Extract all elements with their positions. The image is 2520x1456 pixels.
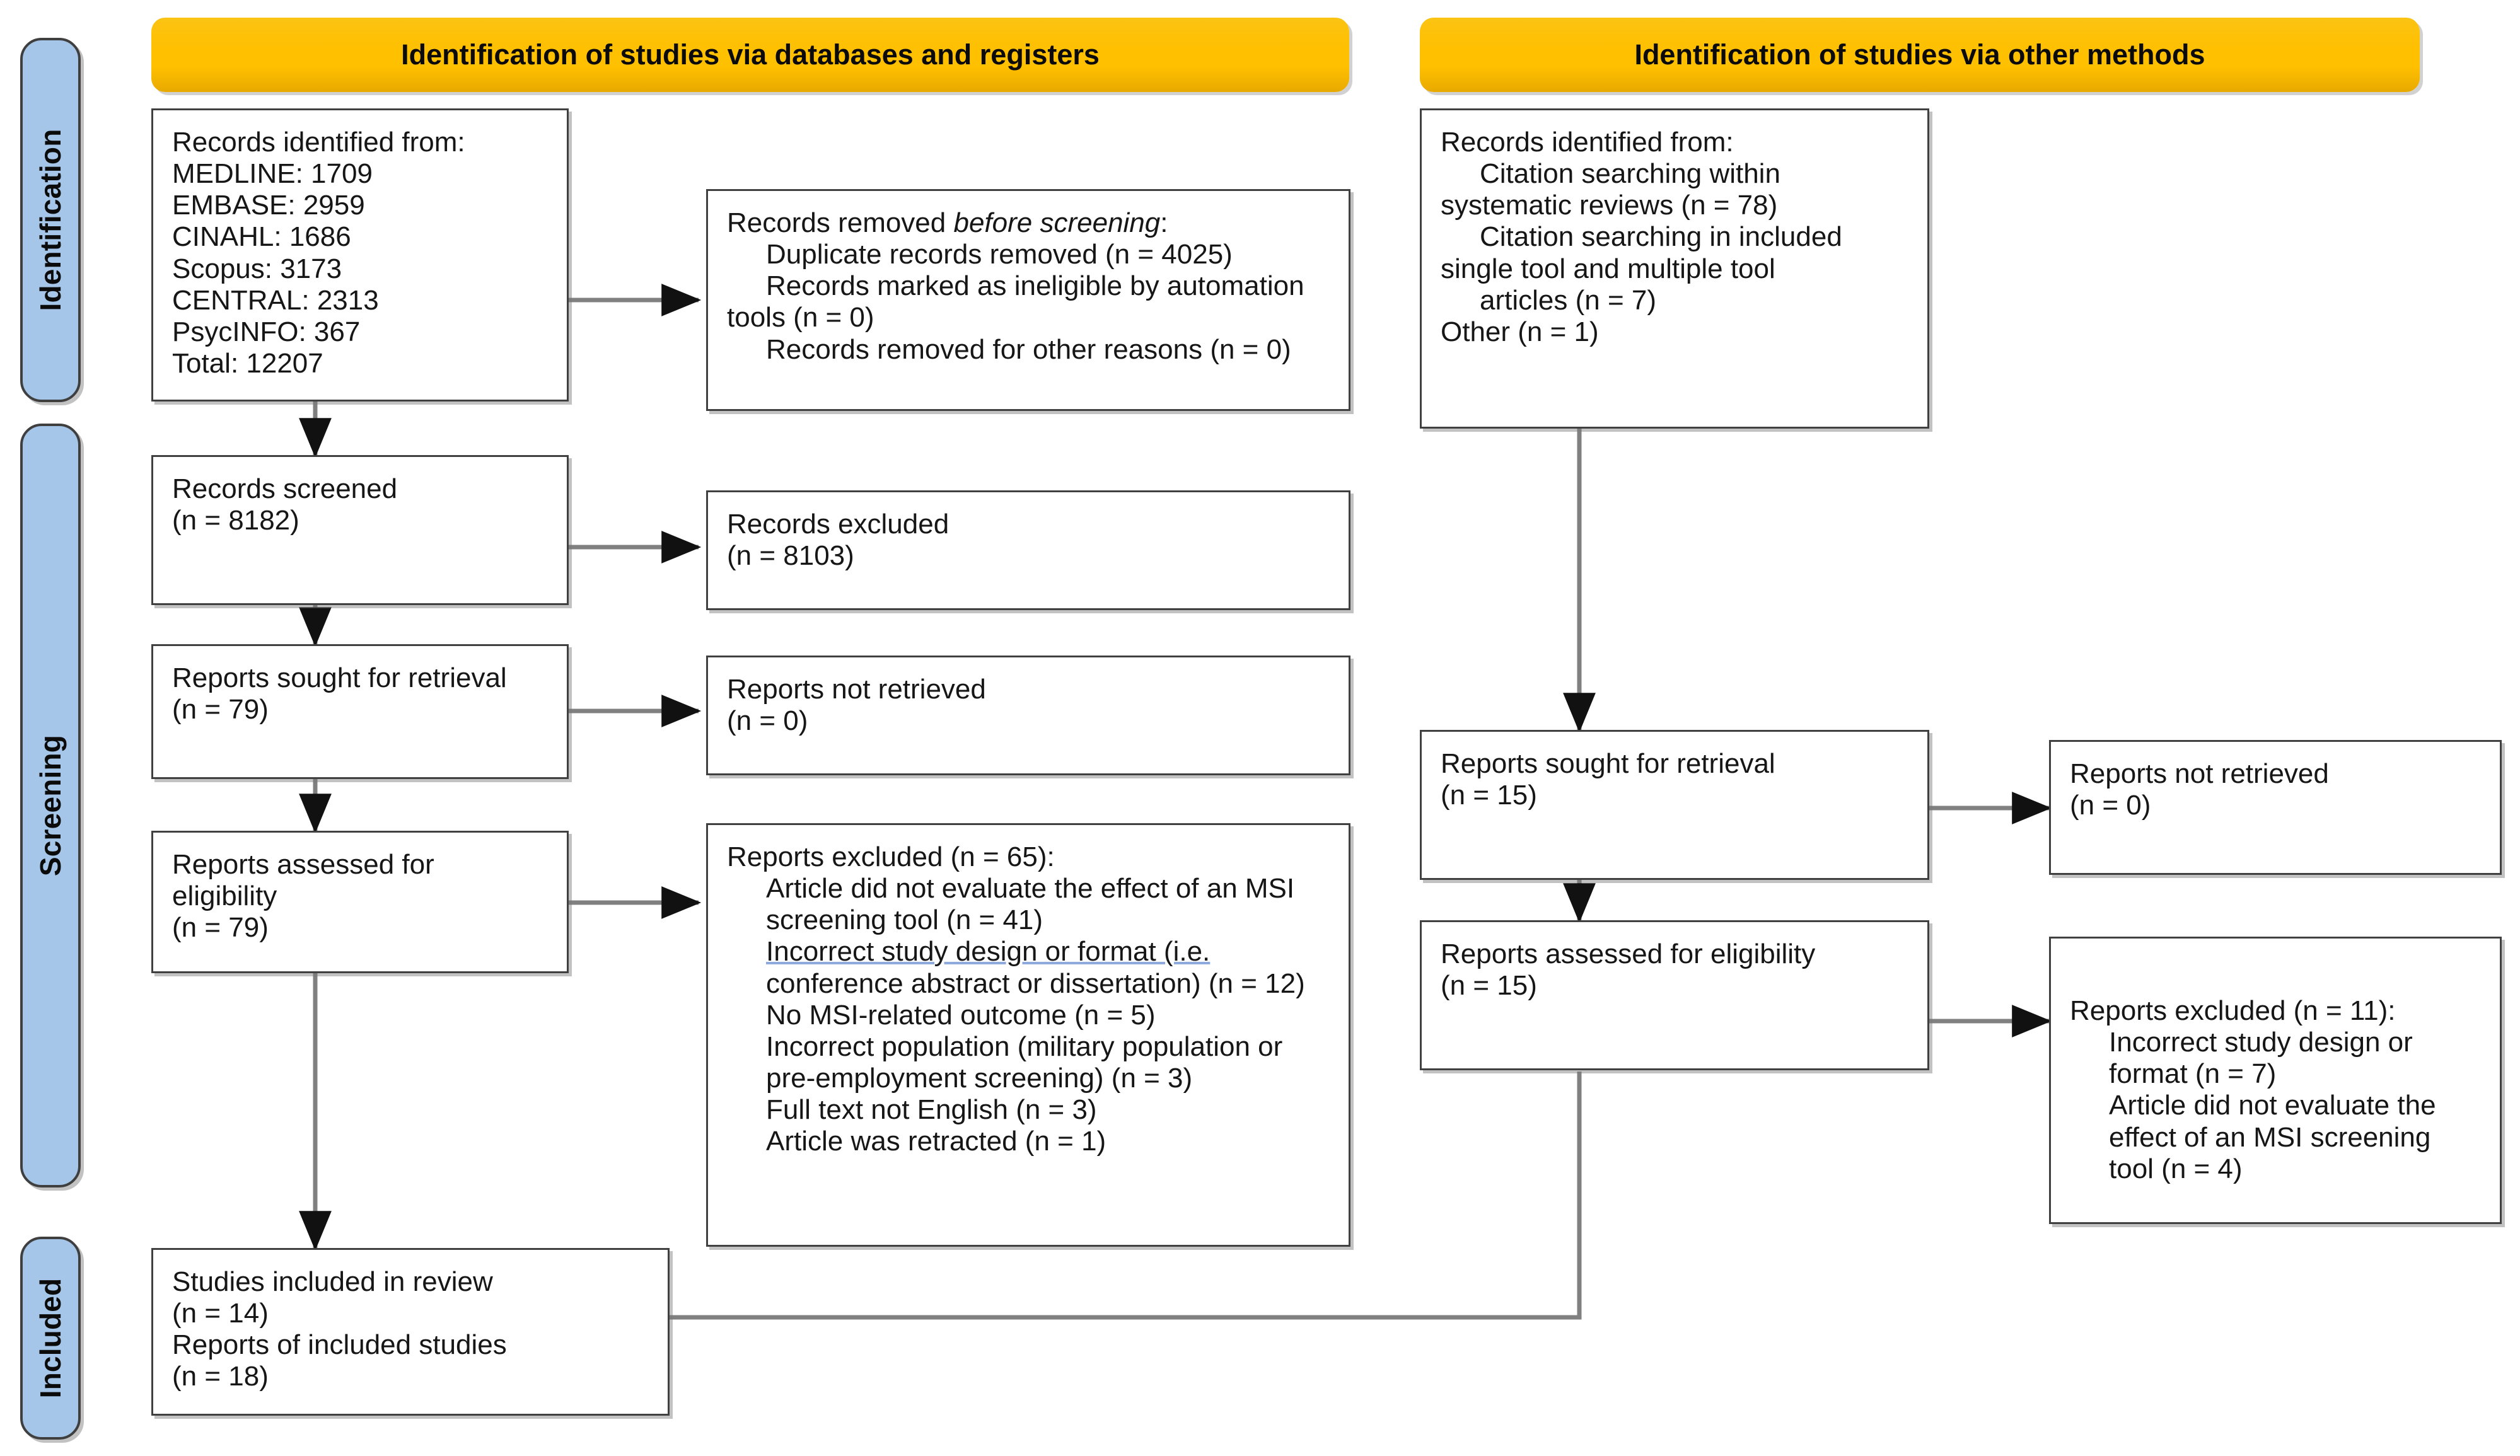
- box-records-identified-other-text: Records identified from: Citation search…: [1441, 127, 1842, 347]
- box-records-excluded[interactable]: Records excluded (n = 8103): [706, 490, 1350, 610]
- box-reports-excluded-databases-text: Reports excluded (n = 65): Article did n…: [727, 841, 1305, 1157]
- box-reports-excluded-databases[interactable]: Reports excluded (n = 65): Article did n…: [706, 823, 1350, 1247]
- box-reports-sought-text: Reports sought for retrieval (n = 79): [172, 662, 507, 725]
- box-reports-assessed-text: Reports assessed for eligibility (n = 79…: [172, 849, 434, 944]
- box-studies-included-text: Studies included in review (n = 14) Repo…: [172, 1266, 507, 1392]
- box-records-removed-before-screening[interactable]: Records removed before screening: Duplic…: [706, 189, 1350, 411]
- spellcheck-marked-text: Incorrect study design or format (i.e.: [766, 936, 1211, 968]
- box-records-screened[interactable]: Records screened (n = 8182): [151, 455, 569, 605]
- box-reports-sought-other-text: Reports sought for retrieval (n = 15): [1441, 748, 1775, 811]
- box-records-identified-other-methods[interactable]: Records identified from: Citation search…: [1420, 108, 1929, 429]
- box-reports-excluded-other-text: Reports excluded (n = 11): Incorrect stu…: [2070, 995, 2436, 1184]
- box-reports-sought-for-retrieval[interactable]: Reports sought for retrieval (n = 79): [151, 644, 569, 779]
- box-records-removed-text: Records removed before screening: Duplic…: [727, 207, 1304, 365]
- box-reports-not-retrieved-text: Reports not retrieved (n = 0): [727, 674, 986, 737]
- stage-tab-identification-label: Identification: [34, 129, 67, 311]
- box-reports-assessed-other-text: Reports assessed for eligibility (n = 15…: [1441, 939, 1816, 1002]
- box-reports-not-retrieved-other[interactable]: Reports not retrieved (n = 0): [2049, 740, 2502, 875]
- box-records-identified-databases-text: Records identified from: MEDLINE: 1709 E…: [172, 127, 465, 379]
- box-records-screened-text: Records screened (n = 8182): [172, 473, 398, 536]
- box-records-identified-databases[interactable]: Records identified from: MEDLINE: 1709 E…: [151, 108, 569, 402]
- box-reports-assessed-for-eligibility-other[interactable]: Reports assessed for eligibility (n = 15…: [1420, 920, 1929, 1070]
- stage-tab-screening[interactable]: Screening: [20, 424, 81, 1187]
- column-header-other-methods-label: Identification of studies via other meth…: [1634, 38, 2205, 71]
- box-reports-sought-for-retrieval-other[interactable]: Reports sought for retrieval (n = 15): [1420, 730, 1929, 880]
- box-reports-excluded-other[interactable]: Reports excluded (n = 11): Incorrect stu…: [2049, 937, 2502, 1224]
- stage-tab-included-label: Included: [34, 1278, 67, 1399]
- box-reports-assessed-for-eligibility[interactable]: Reports assessed for eligibility (n = 79…: [151, 831, 569, 973]
- box-reports-not-retrieved[interactable]: Reports not retrieved (n = 0): [706, 656, 1350, 775]
- box-records-excluded-text: Records excluded (n = 8103): [727, 509, 949, 572]
- column-header-databases-label: Identification of studies via databases …: [401, 38, 1100, 71]
- box-reports-not-retrieved-other-text: Reports not retrieved (n = 0): [2070, 758, 2329, 821]
- box-studies-included-in-review[interactable]: Studies included in review (n = 14) Repo…: [151, 1248, 670, 1416]
- removed-heading-italic: before screening: [953, 207, 1161, 238]
- column-header-databases: Identification of studies via databases …: [151, 18, 1349, 92]
- stage-tab-identification[interactable]: Identification: [20, 38, 81, 402]
- stage-tab-screening-label: Screening: [34, 734, 67, 877]
- stage-tab-included[interactable]: Included: [20, 1237, 81, 1440]
- column-header-other-methods: Identification of studies via other meth…: [1420, 18, 2420, 92]
